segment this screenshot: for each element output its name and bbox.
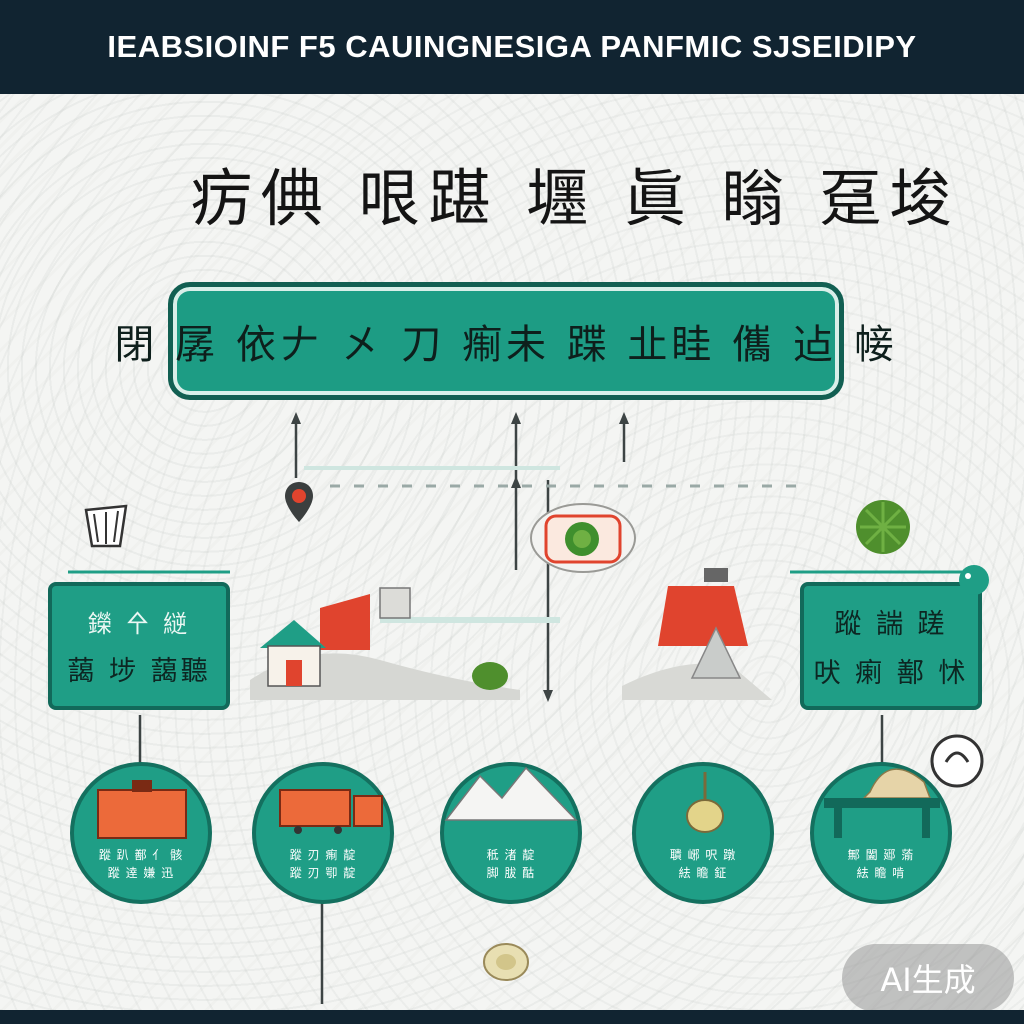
header-bar: IEABSIOINF F5 CAUINGNESIGA PANFMIC SJSEI…: [0, 0, 1024, 94]
table-icon: [824, 768, 940, 838]
circle-step-2: 蹤 刃 痸 靛 蹤 刃 卾 靛: [252, 762, 394, 904]
circle-5-line1: 鄦 闔 郔 蕍: [847, 848, 915, 862]
circle-step-4: 聵 峫 呎 蹾 紶 瞻 鉦: [632, 762, 774, 904]
dumpling-bowl-icon: [530, 503, 636, 573]
right-box-line1: 蹤 諯 蹉: [834, 609, 948, 640]
village-illustration-right: [622, 568, 772, 700]
circle-1-line2: 蹤 逹 嫌 迅: [107, 866, 175, 880]
circle-3-line2: 脚 胈 酤: [486, 866, 536, 880]
circle-4-line2: 紶 瞻 鉦: [678, 866, 728, 880]
circle-5-line2: 紶 瞻 啃: [856, 866, 906, 880]
dumpling-icon: [686, 772, 724, 833]
circle-3-line1: 秪 渚 靛: [486, 848, 536, 862]
mountain-icon: [444, 766, 578, 821]
teal-dot-icon: [959, 565, 989, 595]
banner-text: 閉 孱 依𠂇 㐅 刀 痸未 蹀 㐀眭 儶 迠 帹: [114, 322, 898, 368]
location-pin-icon: [285, 482, 313, 522]
circle-2-line1: 蹤 刃 痸 靛: [289, 848, 357, 862]
info-icon: [930, 734, 984, 788]
right-box-line2: 吠 瘌 鄯 怵: [813, 658, 969, 689]
main-banner: 閉 孱 依𠂇 㐅 刀 痸未 蹀 㐀眭 儶 迠 帹: [114, 282, 894, 400]
cart-icon: [279, 789, 383, 834]
right-category-box: 蹤 諯 蹉 吠 瘌 鄯 怵: [800, 582, 982, 710]
left-box-line1: 鑅 㐃 縌: [87, 610, 191, 638]
circle-2-line2: 蹤 刃 卾 靛: [289, 866, 357, 880]
leaf-icon: [856, 500, 910, 554]
badge-text: AI生成: [880, 961, 976, 999]
bucket-icon: [84, 504, 128, 548]
left-box-line2: 藹 埗 藹聽: [67, 656, 211, 687]
ai-generated-badge: AI生成: [842, 944, 1014, 1012]
left-category-box: 鑅 㐃 縌 藹 埗 藹聽: [48, 582, 230, 710]
bottom-dumpling-icon: [483, 943, 529, 981]
toolbox-icon: [97, 780, 187, 839]
header-title: IEABSIOINF F5 CAUINGNESIGA PANFMIC SJSEI…: [107, 29, 917, 64]
circle-1-line1: 蹤 趴 鄯 亻 骸: [98, 848, 184, 862]
circle-4-line1: 聵 峫 呎 蹾: [669, 848, 737, 862]
footer-bar: [0, 1010, 1024, 1024]
village-illustration-left: [250, 587, 520, 700]
page-title: 疠倎 哏踸 壥 眞 瞈 趸埈: [190, 162, 960, 235]
